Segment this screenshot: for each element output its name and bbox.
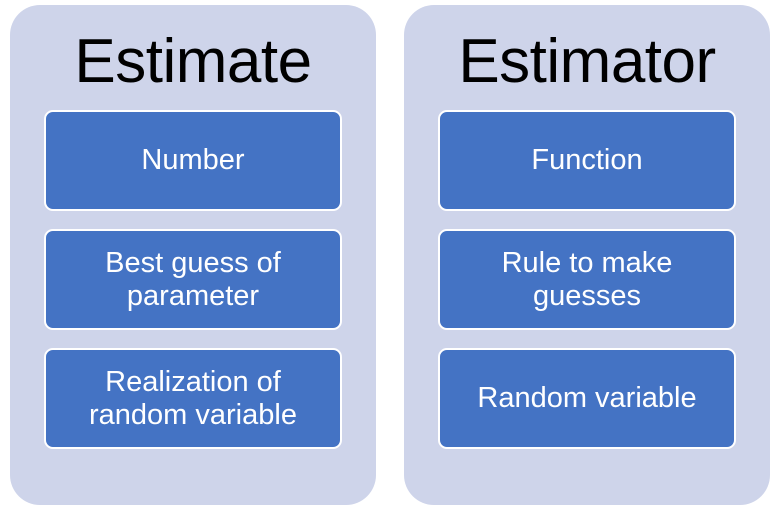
card-title-estimator: Estimator	[458, 27, 716, 96]
attribute-label: Realization of random variable	[89, 366, 297, 431]
attribute-label: Random variable	[477, 382, 697, 415]
attribute-label: Best guess of parameter	[105, 247, 281, 312]
concept-card-estimator: Estimator Function Rule to make guesses …	[404, 5, 770, 505]
attribute-label: Function	[531, 144, 643, 177]
attribute-label: Number	[141, 144, 245, 177]
attribute-box: Best guess of parameter	[44, 229, 342, 331]
attribute-box: Function	[438, 110, 736, 212]
concept-card-estimate: Estimate Number Best guess of parameter …	[10, 5, 376, 505]
attribute-list-estimate: Number Best guess of parameter Realizati…	[44, 104, 342, 483]
attribute-label: Rule to make guesses	[501, 247, 673, 312]
card-title-estimate: Estimate	[74, 27, 312, 96]
attribute-box: Realization of random variable	[44, 348, 342, 450]
attribute-box: Rule to make guesses	[438, 229, 736, 331]
attribute-box: Random variable	[438, 348, 736, 450]
attribute-box: Number	[44, 110, 342, 212]
attribute-list-estimator: Function Rule to make guesses Random var…	[438, 104, 736, 483]
